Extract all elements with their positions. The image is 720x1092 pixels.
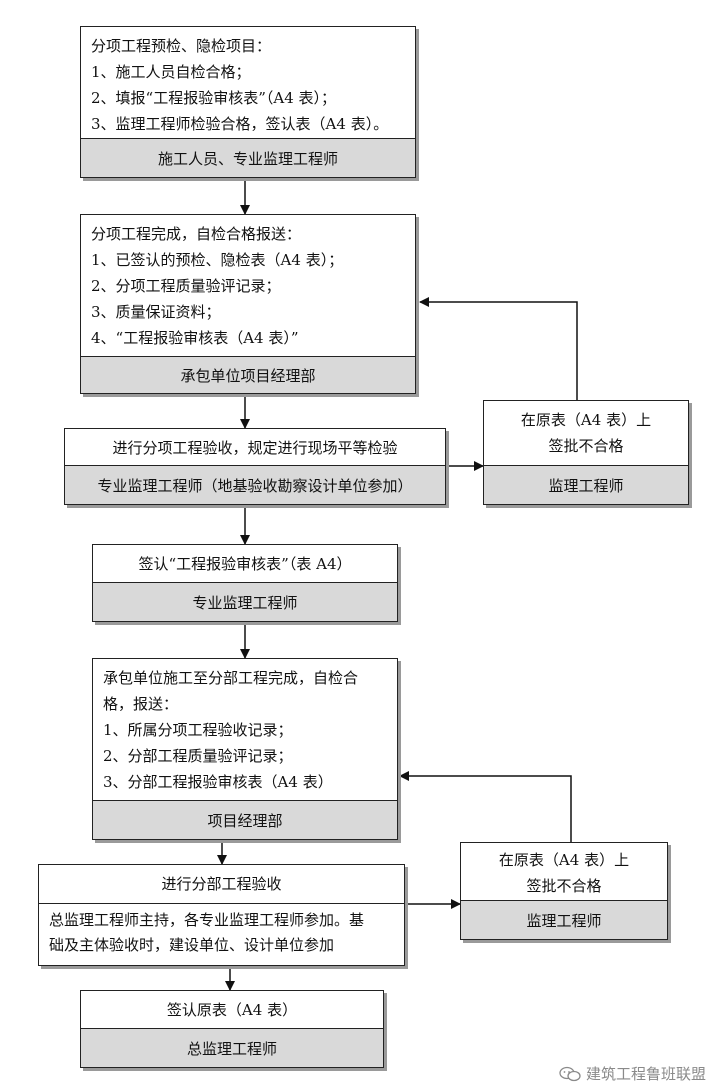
text-line: 进行分项工程验收，规定进行现场平等检验 — [112, 439, 398, 457]
role-footer: 项目经理部 — [93, 800, 397, 839]
step-sign-original: 签认原表（A4 表） 总监理工程师 — [80, 990, 384, 1068]
arrow-reject2-box5 — [399, 771, 572, 842]
step-body: 在原表（A4 表）上 签批不合格 — [461, 843, 667, 905]
step-division-acceptance: 进行分部工程验收 总监理工程师主持，各专业监理工程师参加。基 础及主体验收时，建… — [38, 864, 405, 966]
reject-box-division: 在原表（A4 表）上 签批不合格 监理工程师 — [460, 842, 668, 940]
role-footer: 专业监理工程师（地基验收勘察设计单位参加） — [65, 465, 445, 504]
text-line: 承包单位施工至分部工程完成，自检合 — [103, 669, 359, 687]
text-line: 2、填报“工程报验审核表”（A4 表）； — [91, 89, 337, 107]
step-body: 总监理工程师主持，各专业监理工程师参加。基 础及主体验收时，建设单位、设计单位参… — [39, 904, 404, 964]
text-line: 2、分项工程质量验评记录； — [91, 277, 281, 295]
text-line: 3、分部工程报验审核表（A4 表） — [103, 773, 333, 791]
text-line: 础及主体验收时，建设单位、设计单位参加 — [49, 936, 335, 954]
watermark: 建筑工程鲁班联盟 — [559, 1063, 706, 1084]
text-line: 总监理工程师主持，各专业监理工程师参加。基 — [49, 911, 365, 929]
role-footer: 监理工程师 — [484, 465, 688, 504]
step-body: 签认“工程报验审核表”（表 A4） — [93, 545, 397, 583]
text-line: 签认原表（A4 表） — [166, 1001, 298, 1019]
step-division-submit: 承包单位施工至分部工程完成，自检合 格，报送： 1、所属分项工程验收记录； 2、… — [92, 658, 398, 840]
step-body: 进行分项工程验收，规定进行现场平等检验 — [65, 429, 445, 467]
step-title: 进行分部工程验收 — [39, 865, 404, 904]
text-line: 2、分部工程质量验评记录； — [103, 747, 293, 765]
arrow-reject1-box2 — [419, 297, 578, 400]
text-line: 分项工程完成，自检合格报送： — [91, 225, 302, 243]
text-line: 格，报送： — [103, 695, 179, 713]
text-line: 3、监理工程师检验合格，签认表（A4 表）。 — [91, 115, 389, 133]
step-subitem-precheck: 分项工程预检、隐检项目： 1、施工人员自检合格； 2、填报“工程报验审核表”（A… — [80, 26, 416, 178]
text-line: 签批不合格 — [548, 437, 624, 455]
step-body: 签认原表（A4 表） — [81, 991, 383, 1029]
text-line: 分项工程预检、隐检项目： — [91, 37, 272, 55]
step-subitem-submit: 分项工程完成，自检合格报送： 1、已签认的预检、隐检表（A4 表）； 2、分项工… — [80, 214, 416, 394]
wechat-icon — [559, 1066, 581, 1081]
text-line: 1、所属分项工程验收记录； — [103, 721, 293, 739]
role-footer: 监理工程师 — [461, 900, 667, 939]
step-body: 承包单位施工至分部工程完成，自检合 格，报送： 1、所属分项工程验收记录； 2、… — [93, 659, 397, 801]
step-body: 分项工程预检、隐检项目： 1、施工人员自检合格； 2、填报“工程报验审核表”（A… — [81, 27, 415, 143]
step-body: 分项工程完成，自检合格报送： 1、已签认的预检、隐检表（A4 表）； 2、分项工… — [81, 215, 415, 357]
reject-box-subitem: 在原表（A4 表）上 签批不合格 监理工程师 — [483, 400, 689, 505]
text-line: 签认“工程报验审核表”（表 A4） — [138, 555, 352, 573]
text-line: 签批不合格 — [526, 877, 602, 895]
role-footer: 承包单位项目经理部 — [81, 356, 415, 393]
text-line: 3、质量保证资料； — [91, 303, 221, 321]
step-sign-form: 签认“工程报验审核表”（表 A4） 专业监理工程师 — [92, 544, 398, 622]
text-line: 在原表（A4 表）上 — [498, 851, 630, 869]
role-footer: 专业监理工程师 — [93, 582, 397, 621]
role-footer: 总监理工程师 — [81, 1028, 383, 1067]
step-subitem-acceptance: 进行分项工程验收，规定进行现场平等检验 专业监理工程师（地基验收勘察设计单位参加… — [64, 428, 446, 505]
text-line: 1、施工人员自检合格； — [91, 63, 251, 81]
watermark-text: 建筑工程鲁班联盟 — [585, 1065, 706, 1083]
text-line: 4、“工程报验审核表（A4 表）” — [91, 329, 299, 347]
role-footer: 施工人员、专业监理工程师 — [81, 138, 415, 177]
step-body: 在原表（A4 表）上 签批不合格 — [484, 401, 688, 465]
text-line: 在原表（A4 表）上 — [520, 411, 652, 429]
text-line: 1、已签认的预检、隐检表（A4 表）； — [91, 251, 344, 269]
